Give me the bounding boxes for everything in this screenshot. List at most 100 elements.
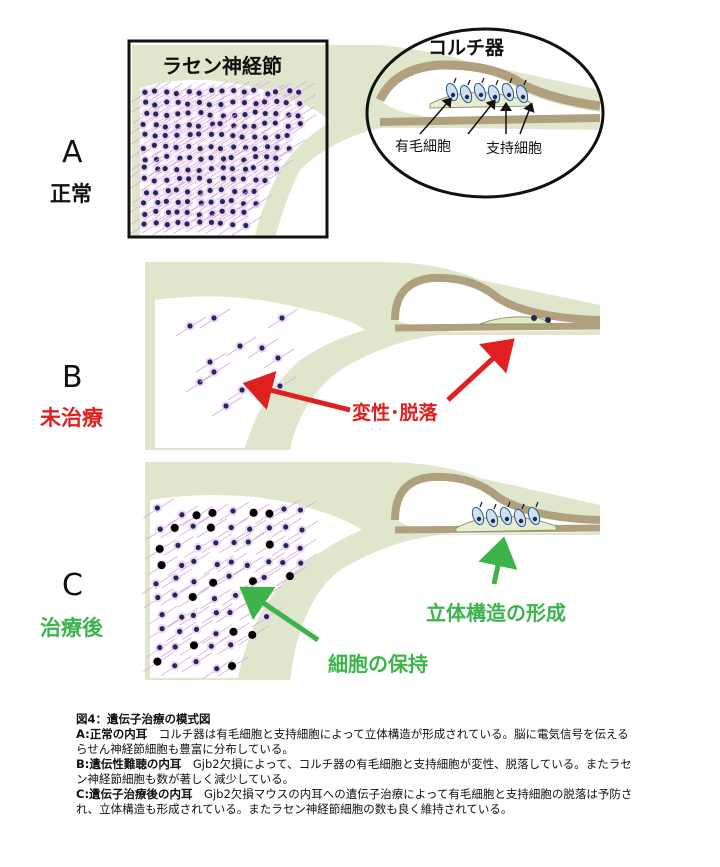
hair-cell-cilia [493, 503, 497, 510]
neuron-nucleus [173, 144, 179, 151]
hair-cell [459, 84, 473, 104]
panel-a-state: 正常 [50, 182, 92, 206]
hair-cell [487, 84, 501, 104]
neuron-nucleus [208, 199, 214, 205]
neuron-nucleus [262, 593, 268, 599]
neuron-nucleus [218, 101, 224, 108]
neuron-nucleus [231, 539, 237, 546]
neuron-nucleus [207, 187, 213, 194]
neuron-nucleus [164, 99, 170, 105]
neuron-nucleus [283, 542, 289, 549]
neuron-nucleus [298, 560, 304, 566]
neuron-nucleus [153, 220, 159, 226]
neuron-nucleus [242, 123, 248, 130]
neuron-nucleus [242, 166, 249, 172]
neuron-nucleus [159, 612, 165, 618]
retention-arrow [239, 586, 320, 643]
panel-c-tectorial-membrane [391, 472, 601, 524]
neuron-nucleus [228, 197, 234, 204]
neuron-nucleus [152, 102, 158, 108]
neuron-nucleus [162, 165, 168, 172]
neuron-nucleus [229, 627, 238, 636]
neuron-nucleus [207, 359, 213, 365]
remnant-nucleus [545, 317, 551, 323]
neuron-nucleus [263, 165, 269, 171]
neuron-nucleus [208, 219, 215, 225]
neuron-nucleus [252, 146, 258, 152]
panel-c-state: 治療後 [40, 616, 103, 640]
neuron-nucleus [251, 188, 257, 194]
panel-b-state: 未治療 [40, 406, 103, 430]
neuron-nucleus [164, 177, 170, 183]
neuron-nucleus [163, 198, 169, 204]
neuron-nucleus [281, 506, 287, 512]
neuron-nucleus [287, 88, 293, 94]
hair-cell-nucleus [506, 92, 512, 98]
neuron-nucleus [153, 581, 159, 587]
neuron-nucleus [262, 135, 268, 141]
hair-cell-cilia [467, 79, 471, 86]
neuron-nucleus [170, 523, 179, 532]
neuron-nucleus [179, 614, 185, 620]
neuron-nucleus [218, 187, 224, 193]
figure-caption: 図4：遺伝子治療の模式図 A:正常の内耳 コルチ器は有毛細胞と支持細胞によって立… [76, 712, 636, 817]
neuron-nucleus [185, 101, 191, 107]
neuron-nucleus [157, 561, 166, 570]
hair-cell [501, 82, 515, 102]
hair-cell-nucleus [532, 516, 538, 522]
neuron-nucleus [193, 659, 199, 665]
neuron-nucleus [164, 153, 170, 159]
neuron-nucleus [262, 177, 268, 184]
neuron-nucleus [163, 143, 169, 149]
neuron-nucleus [241, 209, 247, 215]
neuron-nucleus [283, 100, 289, 106]
neuron-nucleus [264, 144, 271, 150]
neuron-nucleus [172, 644, 178, 650]
neuron-nucleus [297, 100, 303, 107]
neuron-nucleus [140, 121, 146, 128]
neuron-nucleus [242, 189, 248, 195]
neuron-nucleus [250, 165, 256, 171]
neuron-nucleus [155, 166, 161, 172]
neuron-nucleus [240, 176, 246, 182]
neuron-nucleus [162, 132, 168, 139]
neuron-nucleus [275, 355, 281, 361]
neuron-nucleus [244, 562, 250, 568]
neuron-nucleus [173, 575, 179, 581]
neuron-nucleus [151, 88, 158, 94]
neuron-nucleus [248, 577, 257, 586]
neuron-nucleus [237, 343, 243, 349]
neuron-nucleus [253, 101, 259, 107]
neuron-nucleus [174, 132, 180, 138]
neuron-nucleus [213, 610, 219, 616]
neuron-nucleus [295, 113, 301, 119]
neuron-nucleus [279, 315, 285, 321]
neuron-nucleus [214, 561, 220, 568]
hair-cell-nucleus [478, 92, 484, 98]
neuron-nucleus [239, 387, 245, 393]
panel-b-tectorial-membrane [391, 273, 601, 324]
degeneration-label: 変性･脱落 [352, 402, 438, 424]
neuron-nucleus [190, 612, 197, 618]
neuron-nucleus [175, 542, 181, 548]
neuron-nucleus [261, 574, 267, 581]
structure-formed-label: 立体構造の形成 [426, 601, 566, 625]
neuron-nucleus [206, 102, 212, 108]
hair-cell-nucleus [490, 518, 496, 524]
neuron-nucleus [232, 188, 238, 195]
cell-retention-label: 細胞の保持 [328, 652, 428, 676]
neuron-nucleus [191, 579, 197, 585]
neuron-nucleus [187, 131, 193, 138]
neuron-nucleus [144, 110, 150, 116]
hair-cell-cilia [535, 501, 539, 508]
neuron-nucleus [275, 133, 281, 140]
neuron-nucleus [243, 222, 249, 229]
panel-c-corti-chamber [395, 479, 600, 534]
neuron-nucleus [195, 123, 202, 129]
neuron-nucleus [172, 592, 178, 598]
neuron-nucleus [152, 190, 159, 196]
hair-cell-cilia [523, 79, 527, 86]
neuron-nucleus [230, 133, 236, 139]
hair-cell [471, 506, 485, 526]
neuron-nucleus [185, 110, 191, 116]
